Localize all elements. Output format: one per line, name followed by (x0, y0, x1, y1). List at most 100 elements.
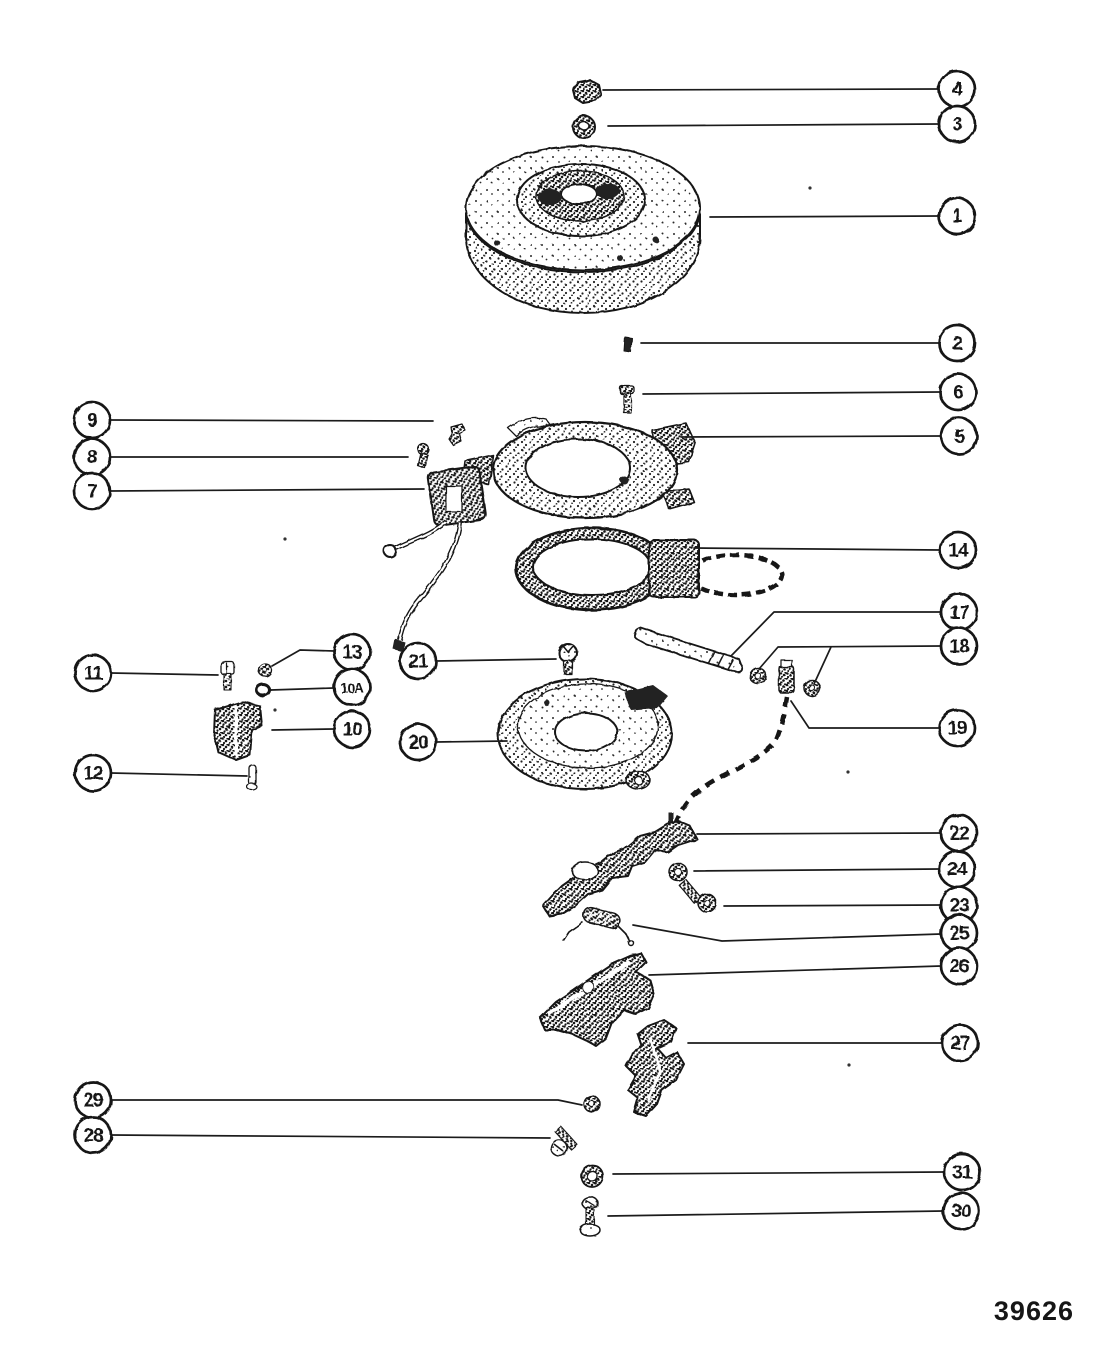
washer-part-31 (580, 1164, 604, 1188)
callout-25: 25 (939, 913, 979, 953)
callout-number-18: 18 (949, 637, 969, 658)
callout-1: 1 (937, 196, 977, 236)
scan-artifact-dots (273, 186, 851, 1067)
leader-line-21 (435, 658, 557, 662)
leader-line-1 (709, 215, 940, 218)
callout-number-21: 21 (408, 652, 429, 673)
callout-26: 26 (939, 946, 979, 986)
leader-line-10A (270, 687, 335, 691)
callout-20: 20 (398, 722, 438, 762)
breaker-plate-part-20 (497, 678, 673, 790)
callout-circle-14 (938, 530, 978, 570)
leader-line-17 (730, 611, 942, 657)
callout-17: 17 (939, 592, 979, 632)
callout-2: 2 (937, 323, 977, 363)
callout-number-24: 24 (947, 860, 968, 881)
leader-line-18 (813, 646, 832, 685)
leader-lines (109, 88, 945, 1217)
callout-24: 24 (937, 849, 977, 889)
leader-line-14 (693, 547, 941, 551)
callout-circle-30 (941, 1191, 981, 1231)
leader-line-26 (648, 965, 942, 976)
cam-lever-part-22 (542, 812, 698, 917)
artifact-dot (283, 537, 287, 541)
screw-part-11 (220, 661, 235, 691)
callout-circle-26 (939, 946, 979, 986)
callout-number-30: 30 (951, 1202, 971, 1223)
leader-line-31 (612, 1171, 945, 1175)
callout-number-11: 11 (84, 664, 104, 685)
callout-6: 6 (938, 372, 978, 412)
callout-29: 29 (73, 1080, 113, 1120)
callout-number-31: 31 (952, 1163, 973, 1184)
callout-28: 28 (73, 1115, 113, 1155)
leader-line-13 (271, 649, 335, 667)
screw-part-8 (416, 442, 430, 469)
artifact-dot (808, 186, 812, 190)
callout-circle-27 (940, 1023, 980, 1063)
callout-circle-31 (942, 1152, 982, 1192)
leader-line-3 (607, 123, 940, 127)
callout-circle-7 (72, 471, 112, 511)
wire-part-19 (671, 696, 790, 828)
flywheel-part-1 (465, 145, 701, 314)
callout-number-27: 27 (950, 1034, 970, 1055)
callout-circle-2 (937, 323, 977, 363)
callout-circle-28 (73, 1115, 113, 1155)
screw-part-21 (558, 643, 578, 675)
washer-part-18 (749, 667, 767, 685)
clip-part-9 (448, 423, 466, 446)
callout-number-10: 10 (342, 720, 362, 741)
callout-number-3: 3 (952, 115, 962, 136)
callout-number-19: 19 (947, 719, 967, 740)
callout-circle-6 (938, 372, 978, 412)
pin-part-12 (246, 764, 258, 791)
callout-23: 23 (939, 885, 979, 925)
callout-27: 27 (940, 1023, 980, 1063)
callout-number-17: 17 (949, 603, 969, 624)
callout-number-10A: 10A (341, 680, 365, 696)
leader-line-11 (110, 672, 219, 676)
callout-circle-1 (937, 196, 977, 236)
callout-number-8: 8 (87, 448, 97, 469)
callout-number-12: 12 (83, 764, 103, 785)
callout-number-2: 2 (952, 334, 962, 355)
callout-12: 12 (73, 753, 113, 793)
support-ring-part-14 (514, 526, 785, 612)
callout-number-29: 29 (83, 1091, 103, 1112)
callout-7: 7 (72, 471, 112, 511)
callout-number-26: 26 (949, 957, 969, 978)
callout-13: 13 (332, 632, 372, 672)
callout-11: 11 (73, 653, 113, 693)
leader-line-6 (642, 391, 941, 395)
artifact-dot (847, 1063, 851, 1067)
stator-plate-part-5 (462, 417, 696, 520)
callout-10: 10 (332, 709, 372, 749)
document-code: 39626 (993, 1296, 1074, 1326)
callout-8: 8 (72, 437, 112, 477)
callout-number-14: 14 (948, 541, 969, 562)
leader-line-24 (693, 868, 940, 872)
nut-part-18 (803, 679, 821, 697)
callout-4: 4 (937, 69, 977, 109)
lockwasher-part-24 (668, 862, 688, 882)
callout-number-13: 13 (342, 643, 362, 664)
leader-line-25 (632, 924, 942, 942)
bracket-part-27 (625, 1019, 685, 1117)
coil-bracket-part-10 (213, 701, 263, 761)
callout-circle-11 (73, 653, 113, 693)
leader-line-30 (607, 1210, 944, 1217)
screw-part-6 (619, 385, 635, 414)
callout-22: 22 (939, 813, 979, 853)
callout-circle-12 (73, 753, 113, 793)
callout-number-7: 7 (87, 482, 97, 503)
callout-circle-3 (937, 104, 977, 144)
callout-10A: 10A (332, 667, 372, 707)
callout-circle-21 (398, 641, 438, 681)
callout-number-28: 28 (83, 1126, 103, 1147)
callout-14: 14 (938, 530, 978, 570)
screw-part-23 (678, 878, 717, 913)
callout-number-5: 5 (954, 427, 965, 448)
callout-31: 31 (942, 1152, 982, 1192)
leader-line-20 (435, 740, 508, 743)
